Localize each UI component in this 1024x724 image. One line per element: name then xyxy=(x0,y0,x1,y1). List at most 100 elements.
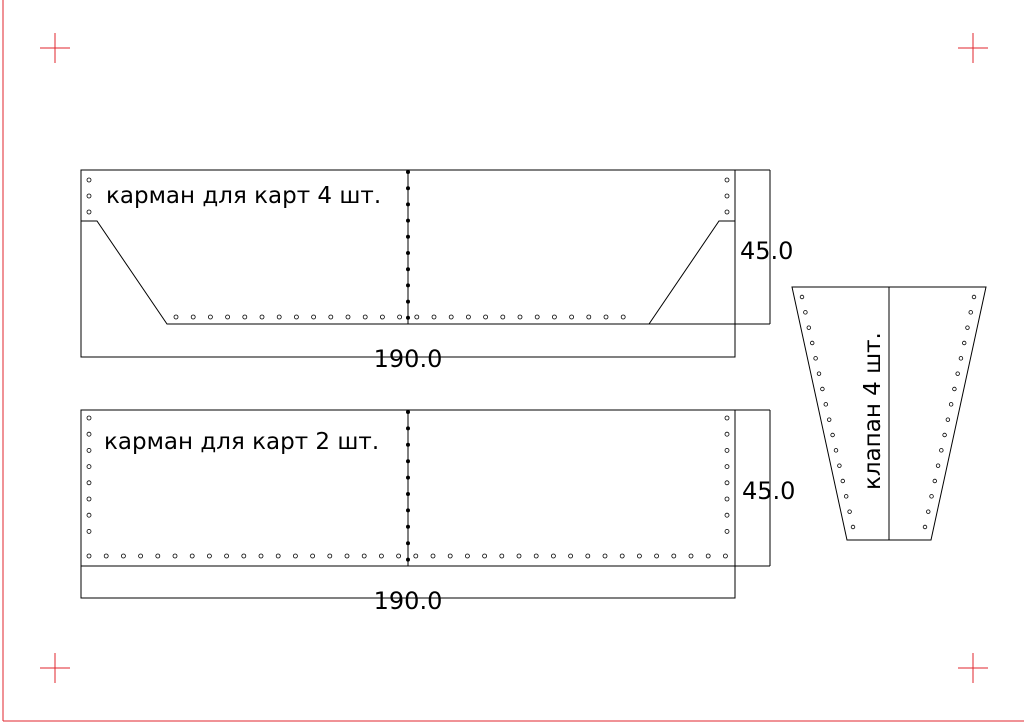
stitch-hole xyxy=(952,386,957,392)
stitch-hole xyxy=(258,553,264,559)
stitch-hole xyxy=(813,356,818,361)
center-dot xyxy=(406,170,410,174)
stitch-hole xyxy=(568,553,573,559)
stitch-hole xyxy=(292,553,298,559)
center-dot xyxy=(406,218,410,223)
stitch-hole xyxy=(311,314,317,320)
pocket-top-center-dots xyxy=(406,170,410,320)
stitch-hole xyxy=(723,553,728,559)
stitch-hole xyxy=(929,494,934,499)
stitch-hole xyxy=(155,553,161,559)
pocket-bottom-label: карман для карт 2 шт. xyxy=(104,429,379,455)
stitch-hole xyxy=(955,371,960,376)
pocket-top-height-dim: 45.0 xyxy=(740,237,793,265)
pocket-bottom-height-dim: 45.0 xyxy=(742,477,795,505)
pocket-bottom-piece: карман для карт 2 шт. 45.0 190.0 xyxy=(80,409,795,615)
flap-holes xyxy=(799,294,977,530)
center-dot xyxy=(406,557,410,562)
stitch-hole xyxy=(847,509,852,514)
stitch-hole xyxy=(823,402,828,407)
stitch-hole xyxy=(833,448,839,453)
stitch-hole xyxy=(86,193,92,199)
flap-piece: клапан 4 шт. xyxy=(791,286,987,541)
stitch-hole xyxy=(190,314,196,320)
center-dot xyxy=(406,524,410,529)
stitch-hole xyxy=(945,417,951,422)
stitch-hole xyxy=(533,553,539,559)
stitch-hole xyxy=(517,314,523,320)
flap-outline xyxy=(791,286,987,541)
stitch-hole xyxy=(310,553,316,559)
stitch-hole xyxy=(86,464,92,470)
stitch-hole xyxy=(671,553,677,559)
center-dot xyxy=(406,202,410,207)
stitch-hole xyxy=(276,314,282,320)
pocket-bottom-center-dots xyxy=(406,410,410,562)
stitch-hole xyxy=(806,325,811,330)
stitch-hole xyxy=(431,314,437,320)
crosshair-icon xyxy=(958,33,988,63)
center-dot xyxy=(406,492,410,496)
stitch-hole xyxy=(173,314,179,320)
center-dot xyxy=(406,459,410,464)
stitch-hole xyxy=(705,553,711,559)
stitch-hole xyxy=(413,553,419,559)
stitch-hole xyxy=(379,314,385,320)
stitch-hole xyxy=(926,509,931,514)
stitch-hole xyxy=(724,431,730,437)
stitch-hole xyxy=(837,463,842,468)
stitch-hole xyxy=(850,524,856,530)
stitch-hole xyxy=(922,524,928,530)
stitch-hole xyxy=(516,553,522,559)
stitch-hole xyxy=(637,553,642,559)
stitch-hole xyxy=(482,553,488,559)
stitch-hole xyxy=(259,314,265,320)
stitch-hole xyxy=(86,553,92,559)
stitch-hole xyxy=(724,512,730,518)
stitch-hole xyxy=(448,314,454,320)
stitch-hole xyxy=(500,314,506,320)
stitch-hole xyxy=(362,314,368,320)
stitch-hole xyxy=(971,294,977,300)
stitch-hole xyxy=(327,553,333,559)
stitch-hole xyxy=(103,553,109,559)
stitch-hole xyxy=(724,496,730,502)
stitch-hole xyxy=(724,480,730,486)
stitch-hole xyxy=(86,512,92,518)
stitch-hole xyxy=(827,417,832,422)
stitch-hole xyxy=(603,314,609,320)
stitch-hole xyxy=(206,553,212,559)
stitch-hole xyxy=(619,553,625,559)
stitch-hole xyxy=(86,431,92,437)
stitch-hole xyxy=(552,314,557,320)
stitch-hole xyxy=(224,553,230,559)
center-dot xyxy=(406,283,410,288)
center-dot xyxy=(406,299,410,304)
stitch-hole xyxy=(207,314,213,320)
stitch-hole xyxy=(345,314,351,320)
stitch-hole xyxy=(620,314,626,320)
stitch-hole xyxy=(602,553,608,559)
stitch-hole xyxy=(172,553,178,559)
stitch-hole xyxy=(569,314,574,320)
stitch-hole xyxy=(968,310,973,315)
stitch-hole xyxy=(138,553,144,559)
stitch-hole xyxy=(724,209,730,215)
stitch-hole xyxy=(396,553,402,559)
stitch-hole xyxy=(447,553,453,559)
stitch-hole xyxy=(810,340,815,346)
stitch-hole xyxy=(688,553,694,559)
crosshair-icon xyxy=(958,653,988,683)
stitch-hole xyxy=(816,371,822,376)
stitch-hole xyxy=(241,553,247,559)
stitch-hole xyxy=(225,314,231,320)
stitch-hole xyxy=(483,314,489,320)
pocket-bottom-width-dim: 190.0 xyxy=(374,587,443,615)
crosshair-icon xyxy=(40,33,70,63)
stitch-hole xyxy=(724,464,730,470)
stitch-hole xyxy=(654,553,659,559)
stitch-hole xyxy=(948,402,954,407)
stitch-hole xyxy=(724,193,730,199)
stitch-hole xyxy=(414,314,420,320)
stitch-hole xyxy=(293,314,299,320)
